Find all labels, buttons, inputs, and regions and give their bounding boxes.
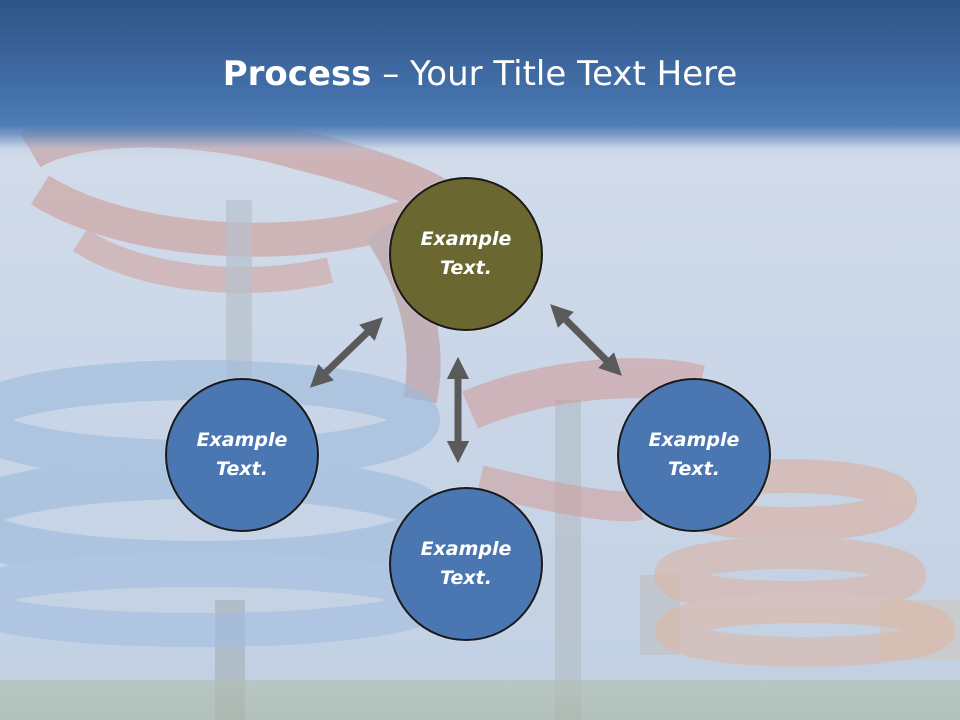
process-node-left: Example Text. bbox=[165, 378, 319, 532]
slide-title: Process – Your Title Text Here bbox=[0, 52, 960, 96]
node-left-text: Example Text. bbox=[196, 429, 288, 480]
title-rest: – Your Title Text Here bbox=[371, 54, 738, 94]
title-bold: Process bbox=[222, 54, 372, 94]
process-node-bottom: Example Text. bbox=[389, 487, 543, 641]
node-bottom-text: Example Text. bbox=[420, 538, 512, 589]
node-top-text: Example Text. bbox=[420, 228, 512, 279]
process-node-right: Example Text. bbox=[617, 378, 771, 532]
title-bar bbox=[0, 0, 960, 160]
process-node-top: Example Text. bbox=[389, 177, 543, 331]
node-right-text: Example Text. bbox=[648, 429, 740, 480]
